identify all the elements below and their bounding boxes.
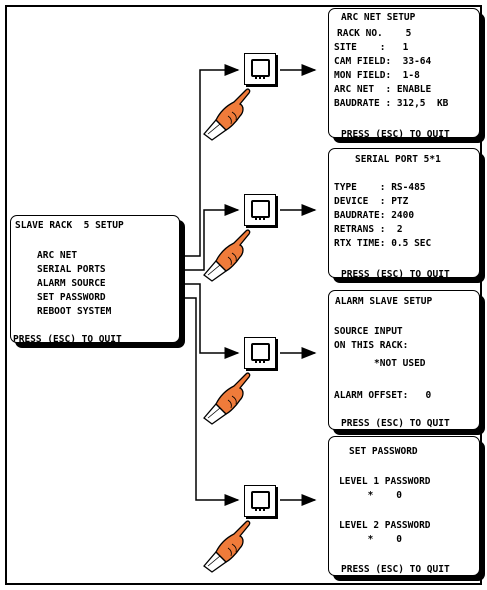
set-password-line: LEVEL 1 PASSWORD bbox=[339, 476, 431, 487]
pointing-hand-icon bbox=[203, 88, 251, 141]
arc-net-line: CAM FIELD: 33-64 bbox=[334, 56, 432, 67]
menu-item-alarm-source[interactable]: ALARM SOURCE bbox=[37, 278, 106, 289]
arc-net-line: BAUDRATE : 312,5 KB bbox=[334, 98, 449, 109]
arc-net-line: RACK NO. 5 bbox=[337, 28, 412, 39]
set-password-line: * 0 bbox=[339, 490, 402, 501]
arc-net-line: ARC NET : ENABLE bbox=[334, 84, 432, 95]
serial-port-screen: SERIAL PORT 5*1 TYPE : RS-485 DEVICE : P… bbox=[328, 148, 480, 278]
pointing-hand-icon bbox=[203, 372, 251, 425]
menu-item-set-password[interactable]: SET PASSWORD bbox=[37, 292, 106, 303]
connector-arc-net bbox=[178, 64, 240, 257]
serial-port-line: BAUDRATE: 2400 bbox=[334, 210, 415, 221]
connector-serial-ports bbox=[178, 204, 240, 271]
alarm-slave-title: ALARM SLAVE SETUP bbox=[335, 296, 433, 307]
connector-set-password bbox=[178, 297, 240, 506]
arc-net-footer: PRESS (ESC) TO QUIT bbox=[341, 129, 450, 138]
diagram-frame bbox=[5, 5, 482, 585]
arc-net-line: MON FIELD: 1-8 bbox=[334, 70, 420, 81]
monitor-icon bbox=[244, 53, 276, 85]
arc-net-line: SITE : 1 bbox=[334, 42, 409, 53]
serial-port-line: RETRANS : 2 bbox=[334, 224, 403, 235]
connector-alarm-source bbox=[178, 283, 240, 359]
arc-net-setup-screen: ARC NET SETUP RACK NO. 5 SITE : 1 CAM FI… bbox=[328, 8, 480, 138]
set-password-line: LEVEL 2 PASSWORD bbox=[339, 520, 431, 531]
set-password-screen: SET PASSWORD LEVEL 1 PASSWORD * 0 LEVEL … bbox=[328, 436, 480, 576]
pointing-hand-icon bbox=[203, 229, 251, 282]
menu-item-serial-ports[interactable]: SERIAL PORTS bbox=[37, 264, 106, 275]
set-password-title: SET PASSWORD bbox=[349, 446, 418, 457]
alarm-slave-footer: PRESS (ESC) TO QUIT bbox=[341, 418, 450, 429]
alarm-slave-line: *NOT USED bbox=[334, 358, 426, 369]
arc-net-title: ARC NET SETUP bbox=[341, 12, 416, 23]
serial-port-title: SERIAL PORT 5*1 bbox=[355, 154, 441, 165]
alarm-slave-line: ALARM OFFSET: 0 bbox=[334, 390, 432, 401]
menu-item-reboot-system[interactable]: REBOOT SYSTEM bbox=[37, 306, 112, 317]
alarm-slave-setup-screen: ALARM SLAVE SETUP SOURCE INPUT ON THIS R… bbox=[328, 290, 480, 430]
alarm-slave-line: ON THIS RACK: bbox=[334, 340, 409, 351]
monitor-icon bbox=[244, 194, 276, 226]
serial-port-line: DEVICE : PTZ bbox=[334, 196, 409, 207]
monitor-icon bbox=[244, 485, 276, 517]
serial-port-line: TYPE : RS-485 bbox=[334, 182, 426, 193]
menu-footer: PRESS (ESC) TO QUIT bbox=[13, 334, 122, 343]
menu-title: SLAVE RACK 5 SETUP bbox=[15, 220, 124, 231]
set-password-line: * 0 bbox=[339, 534, 402, 545]
menu-item-arc-net[interactable]: ARC NET bbox=[37, 250, 78, 261]
monitor-icon bbox=[244, 337, 276, 369]
set-password-footer: PRESS (ESC) TO QUIT bbox=[341, 564, 450, 575]
serial-port-line: RTX TIME: 0.5 SEC bbox=[334, 238, 432, 249]
alarm-slave-line: SOURCE INPUT bbox=[334, 326, 403, 337]
slave-rack-menu: SLAVE RACK 5 SETUP ARC NET SERIAL PORTS … bbox=[10, 215, 180, 343]
serial-port-footer: PRESS (ESC) TO QUIT bbox=[341, 269, 450, 278]
pointing-hand-icon bbox=[203, 520, 251, 573]
